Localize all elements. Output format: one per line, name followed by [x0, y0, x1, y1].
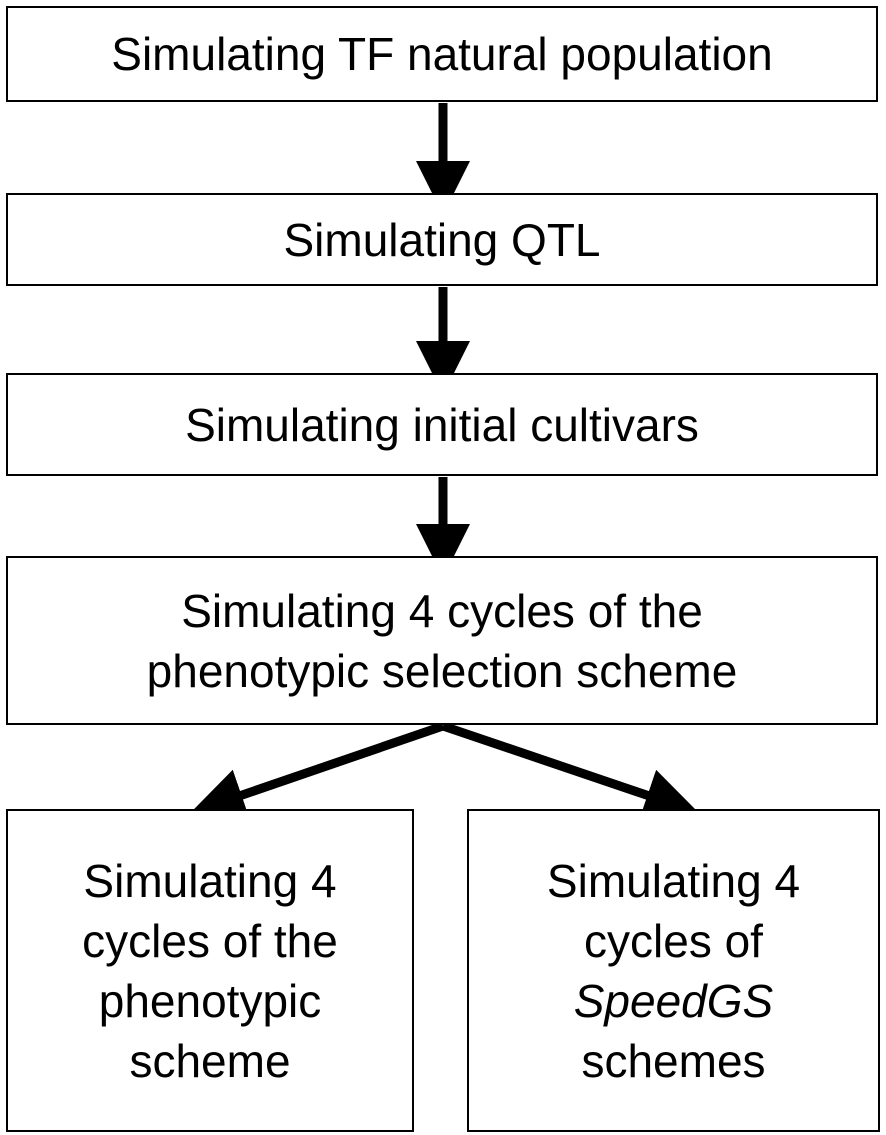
box-speedgs-line-4: schemes — [581, 1034, 766, 1087]
box-speedgs-line-3: SpeedGS — [573, 974, 774, 1027]
arrow-selection-to-phenotypic-scheme — [190, 721, 445, 821]
box-phenotypic-scheme-line-3: phenotypic — [98, 974, 322, 1027]
box-phenotypic-selection-line-1: Simulating 4 cycles of the — [181, 584, 703, 637]
box-qtl-label: Simulating QTL — [283, 213, 601, 266]
box-natural-population: Simulating TF natural population — [6, 6, 878, 102]
box-phenotypic-selection: Simulating 4 cycles of the phenotypic se… — [6, 556, 878, 725]
box-initial-cultivars: Simulating initial cultivars — [6, 373, 878, 476]
box-initial-cultivars-label: Simulating initial cultivars — [185, 398, 699, 451]
box-speedgs-line-1: Simulating 4 — [546, 854, 801, 907]
box-qtl: Simulating QTL — [6, 193, 878, 286]
box-speedgs-line-2: cycles of — [584, 914, 763, 967]
box-speedgs-schemes: Simulating 4 cycles of SpeedGS schemes — [467, 809, 880, 1132]
arrow-selection-to-speedgs — [441, 721, 699, 821]
box-phenotypic-scheme: Simulating 4 cycles of the phenotypic sc… — [6, 809, 414, 1132]
box-phenotypic-scheme-line-4: scheme — [129, 1034, 291, 1087]
box-phenotypic-scheme-line-2: cycles of the — [82, 914, 338, 967]
box-natural-population-label: Simulating TF natural population — [111, 28, 773, 80]
box-phenotypic-selection-line-2: phenotypic selection scheme — [146, 644, 738, 697]
box-phenotypic-scheme-line-1: Simulating 4 — [83, 854, 337, 907]
